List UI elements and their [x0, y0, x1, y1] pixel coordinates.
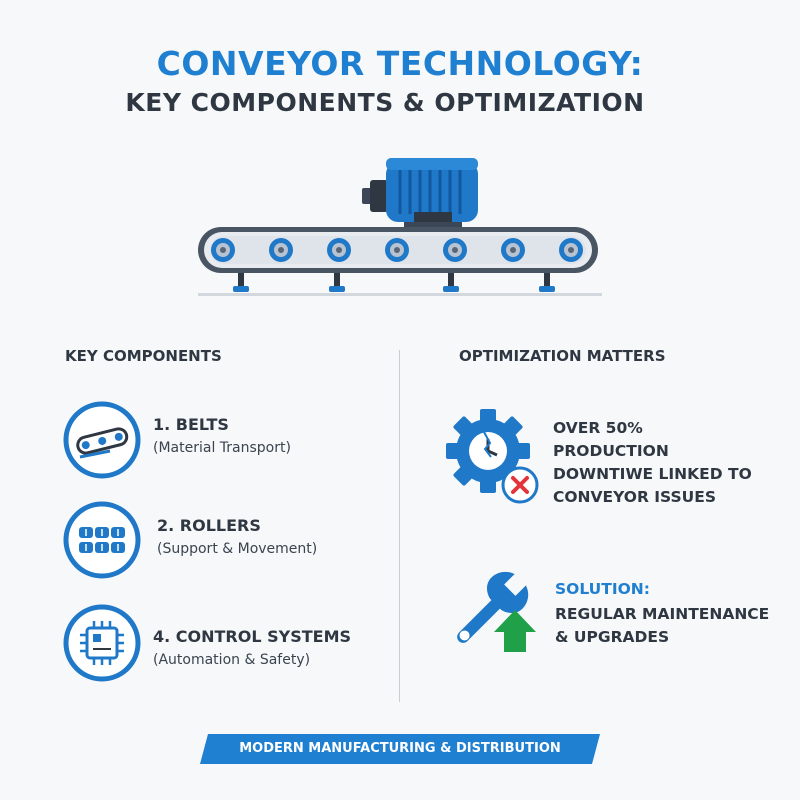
component-rollers-title: 2. ROLLERS	[157, 516, 261, 535]
wrench-upgrade-icon	[457, 570, 536, 652]
solution-line-2: & UPGRADES	[555, 628, 670, 646]
floor-line	[198, 293, 602, 296]
component-belts-subtitle: (Material Transport)	[153, 440, 291, 456]
downtime-line-1: OVER 50%	[553, 419, 643, 437]
solution-label: SOLUTION:	[555, 580, 650, 598]
title-line-1: CONVEYOR TECHNOLOGY:	[156, 44, 644, 83]
bottom-banner: MODERN MANUFACTURING & DISTRIBUTION ESSE…	[200, 734, 600, 764]
downtime-stat-text: OVER 50% PRODUCTION DOWNTIWE LINKED TO C…	[553, 417, 752, 509]
bottom-banner-text: MODERN MANUFACTURING & DISTRIBUTION ESSE…	[239, 741, 561, 786]
error-x-icon	[501, 466, 539, 504]
component-rollers-subtitle: (Support & Movement)	[157, 541, 318, 557]
divider	[399, 350, 400, 702]
solution-text: REGULAR MAINTENANCE & UPGRADES	[555, 603, 769, 649]
up-arrow-icon	[494, 610, 536, 652]
downtime-line-4: CONVEYOR ISSUES	[553, 488, 717, 506]
conveyor-legs	[233, 273, 555, 292]
gear-downtime-icon	[446, 409, 539, 504]
title-line-2: KEY COMPONENTS & OPTIMIZATION	[125, 88, 645, 117]
motor-icon	[362, 158, 478, 230]
conveyor-illustration	[198, 158, 602, 296]
downtime-line-3: DOWNTIWE LINKED TO	[553, 465, 752, 483]
rollers-icon	[63, 501, 141, 579]
component-belts-title: 1. BELTS	[153, 415, 229, 434]
downtime-line-2: PRODUCTION	[553, 442, 669, 460]
control-chip-icon	[63, 604, 141, 682]
component-control-title: 4. CONTROL SYSTEMS	[153, 627, 352, 646]
conveyor-rollers	[211, 238, 583, 262]
optimization-heading: OPTIMIZATION MATTERS	[459, 347, 666, 365]
component-control-subtitle: (Automation & Safety)	[153, 652, 311, 668]
belt-icon	[63, 401, 141, 479]
key-components-heading: KEY COMPONENTS	[65, 347, 222, 365]
wrench-icon	[457, 570, 530, 643]
solution-line-1: REGULAR MAINTENANCE	[555, 605, 770, 623]
